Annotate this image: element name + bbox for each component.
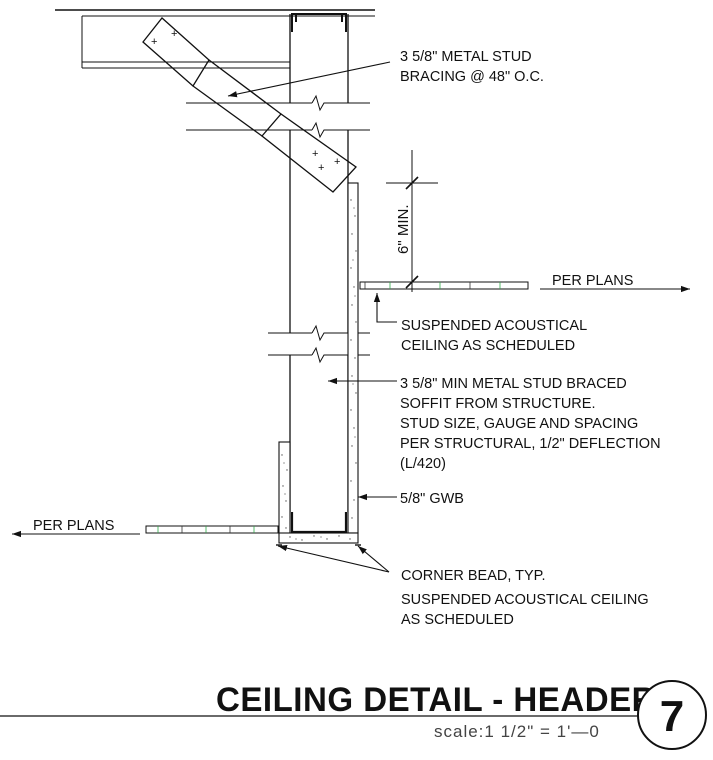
note-soffit-line3: STUD SIZE, GAUGE AND SPACING <box>400 416 638 432</box>
detail-number-circle <box>637 680 707 750</box>
detail-number: 7 <box>660 692 684 741</box>
note-ceiling-lower-line1: SUSPENDED ACOUSTICAL CEILING <box>401 592 649 608</box>
note-soffit-line5: (L/420) <box>400 456 446 472</box>
metal-stud-soffit <box>289 14 349 512</box>
bottom-track <box>290 512 348 534</box>
top-track <box>291 13 347 32</box>
detail-title: CEILING DETAIL - HEADER <box>216 681 656 719</box>
svg-text:+: + <box>171 28 177 40</box>
note-corner-bead: CORNER BEAD, TYP. <box>401 568 546 584</box>
dimension-6in-min: 6" MIN. <box>386 150 438 292</box>
soffit-bottom-gwb <box>276 532 361 546</box>
note-bracing-line1: 3 5/8" METAL STUD <box>400 49 532 65</box>
note-soffit-line1: 3 5/8" MIN METAL STUD BRACED <box>400 376 627 392</box>
note-soffit-line4: PER STRUCTURAL, 1/2" DEFLECTION <box>400 436 661 452</box>
svg-text:+: + <box>151 36 157 48</box>
stud-bracing: + + + + + <box>142 17 357 193</box>
svg-text:+: + <box>318 162 324 174</box>
svg-text:+: + <box>334 156 340 168</box>
break-lines <box>186 94 370 364</box>
note-per-plans-left: PER PLANS <box>33 518 114 534</box>
acoustic-ceiling-upper <box>359 281 529 290</box>
acoustic-ceiling-lower <box>145 525 279 534</box>
svg-text:+: + <box>312 148 318 160</box>
gypsum-board-right <box>347 182 359 534</box>
note-gwb: 5/8" GWB <box>400 491 464 507</box>
gypsum-board-left <box>278 441 291 535</box>
note-ceiling-lower-line2: AS SCHEDULED <box>401 612 514 628</box>
note-soffit-line2: SOFFIT FROM STRUCTURE. <box>400 396 595 412</box>
note-bracing-line2: BRACING @ 48" O.C. <box>400 69 544 85</box>
title-block: CEILING DETAIL - HEADER scale:1 1/2" = 1… <box>0 680 707 750</box>
note-ceiling-upper-line1: SUSPENDED ACOUSTICAL <box>401 318 587 334</box>
leader-lines <box>12 61 690 573</box>
dimension-label: 6" MIN. <box>395 205 412 255</box>
structure-beam <box>55 9 375 69</box>
note-ceiling-upper-line2: CEILING AS SCHEDULED <box>401 338 575 354</box>
detail-scale: scale:1 1/2" = 1'—0 <box>434 722 600 741</box>
note-per-plans-right: PER PLANS <box>552 273 633 289</box>
